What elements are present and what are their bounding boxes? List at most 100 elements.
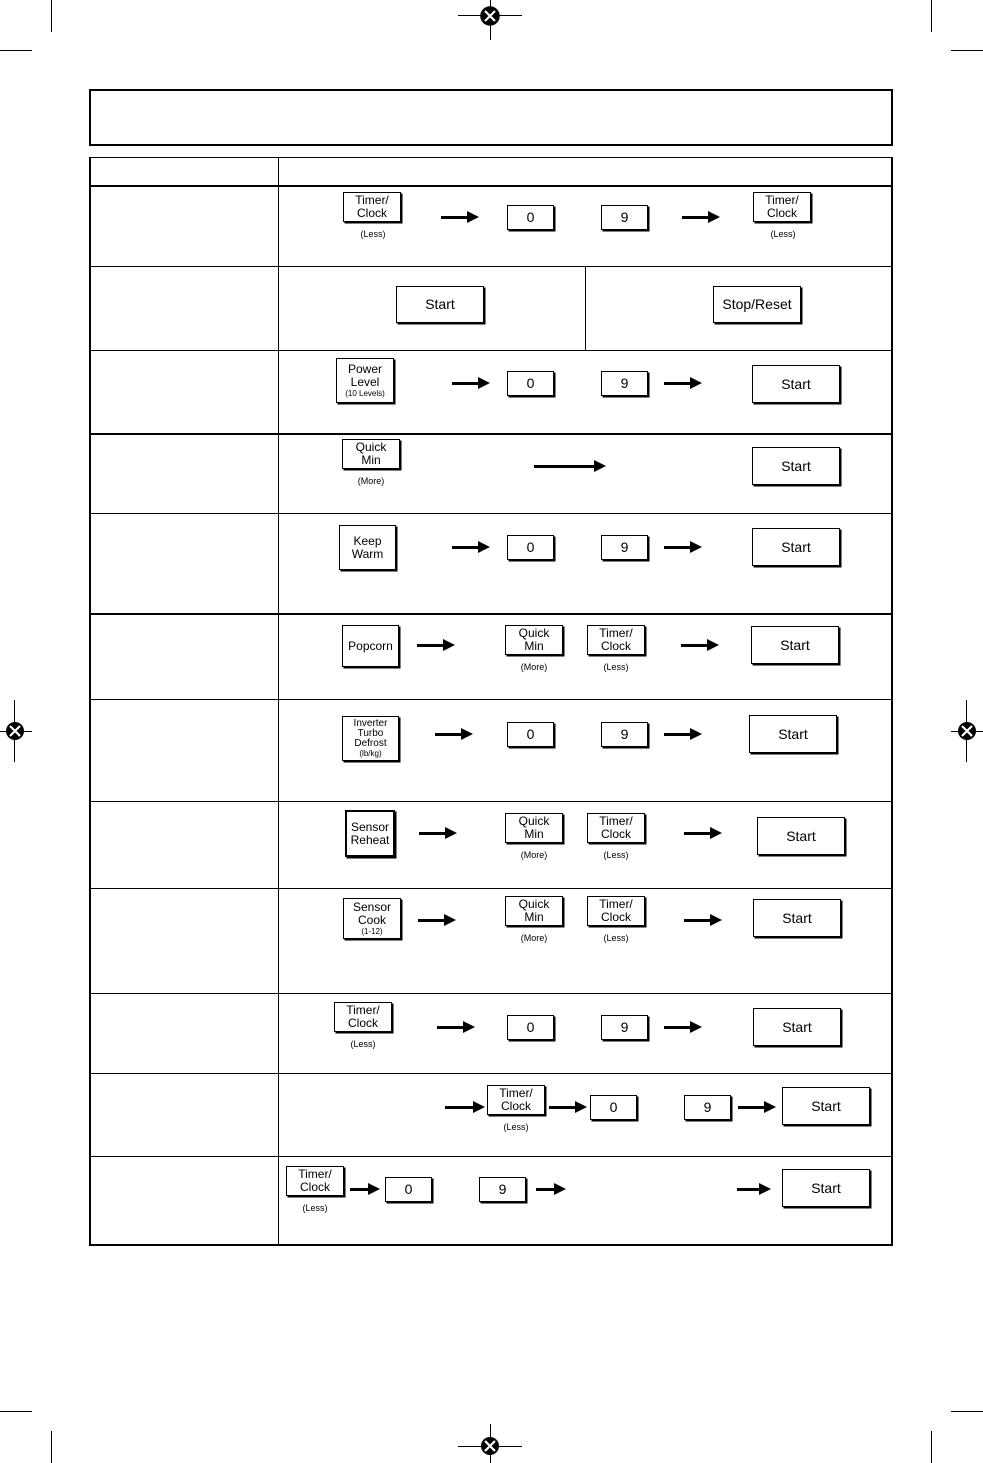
digit-9-key: 9 [601,1015,648,1040]
start-key: Start [782,1169,870,1207]
arrow-icon [445,1101,485,1113]
start-key: Start [396,286,484,323]
stop-reset-key: Stop/Reset [713,286,801,323]
row-divider [89,888,893,889]
column-divider [585,267,586,350]
row-divider [89,266,893,267]
more-label: (More) [520,662,548,672]
more-label: (More) [520,850,548,860]
crop-mark [931,0,932,32]
arrow-icon [435,728,473,740]
start-key: Start [757,817,845,855]
timer-clock-key: Timer/Clock [587,625,645,655]
arrow-icon [536,1183,566,1195]
less-label: (Less) [302,1203,328,1213]
start-key: Start [782,1087,870,1125]
less-label: (Less) [603,933,629,943]
digit-9-key: 9 [684,1095,731,1120]
row-divider [89,185,893,187]
timer-clock-key: Timer/Clock [487,1085,545,1115]
quick-reference-table [89,157,893,1246]
arrow-icon [419,827,457,839]
crop-mark [931,1431,932,1463]
start-key: Start [753,1008,841,1046]
column-divider [278,157,279,1246]
digit-0-key: 0 [507,535,554,560]
start-key: Start [753,899,841,937]
arrow-icon [664,728,702,740]
arrow-icon [350,1183,380,1195]
timer-clock-key: Timer/Clock [587,896,645,926]
digit-9-key: 9 [601,535,648,560]
more-label: (More) [357,476,385,486]
timer-clock-key: Timer/Clock [286,1166,344,1196]
row-divider [89,1156,893,1157]
crop-mark [0,1411,32,1412]
timer-clock-key: Timer/Clock [334,1002,392,1032]
crop-mark [951,50,983,51]
less-label: (Less) [350,1039,376,1049]
arrow-icon [418,914,456,926]
digit-9-key: 9 [601,722,648,747]
digit-0-key: 0 [507,205,554,230]
title-box [89,89,893,146]
start-key: Start [752,528,840,566]
arrow-icon [684,914,722,926]
row-divider [89,801,893,802]
crop-mark [51,1431,52,1463]
arrow-icon [417,639,455,651]
start-key: Start [751,626,839,664]
arrow-icon [452,541,490,553]
row-divider [89,433,893,435]
digit-0-key: 0 [507,1015,554,1040]
less-label: (Less) [360,229,386,239]
less-label: (Less) [503,1122,529,1132]
digit-9-key: 9 [601,371,648,396]
arrow-icon [549,1101,587,1113]
start-key: Start [752,365,840,403]
row-divider [89,613,893,615]
timer-clock-key: Timer/Clock [587,813,645,843]
registration-mark-icon [480,6,500,26]
timer-clock-key: Timer/Clock [753,192,811,222]
digit-0-key: 0 [385,1177,432,1202]
digit-0-key: 0 [507,371,554,396]
digit-0-key: 0 [590,1095,637,1120]
popcorn-key: Popcorn [342,625,399,667]
crop-mark [51,0,52,32]
registration-mark-icon [958,722,976,740]
row-divider [89,350,893,351]
arrow-icon [664,541,702,553]
arrow-icon [681,639,719,651]
arrow-icon [452,377,490,389]
more-label: (More) [520,933,548,943]
arrow-icon [534,460,606,472]
arrow-icon [664,1021,702,1033]
less-label: (Less) [603,850,629,860]
start-key: Start [749,715,837,753]
row-divider [89,993,893,994]
arrow-icon [437,1021,475,1033]
less-label: (Less) [770,229,796,239]
arrow-icon [682,211,720,223]
digit-9-key: 9 [479,1177,526,1202]
row-divider [89,699,893,700]
crop-mark [0,50,32,51]
start-key: Start [752,447,840,485]
less-label: (Less) [603,662,629,672]
registration-mark-icon [481,1437,499,1455]
registration-mark-icon [6,722,24,740]
crop-mark [951,1411,983,1412]
timer-clock-key: Timer/Clock [343,192,401,222]
arrow-icon [684,827,722,839]
digit-9-key: 9 [601,205,648,230]
